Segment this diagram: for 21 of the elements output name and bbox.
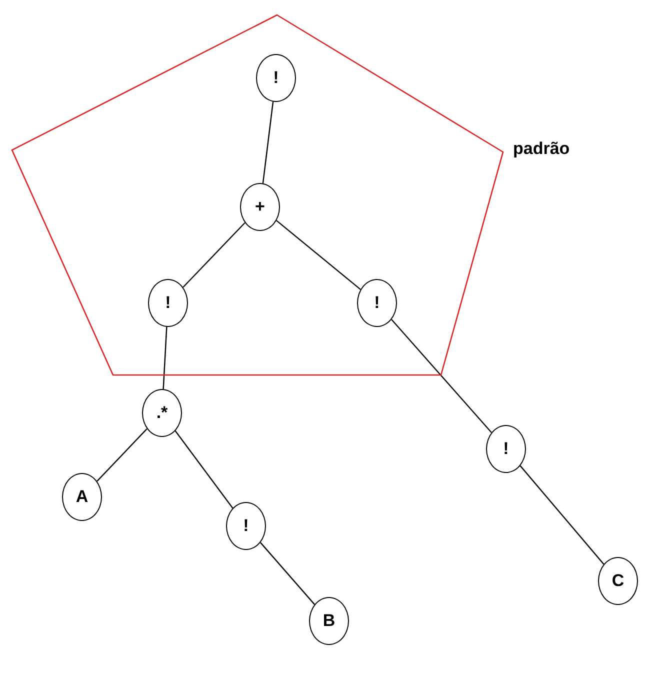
tree-edge: [162, 326, 168, 390]
tree-node-ellipse: !: [357, 279, 397, 327]
tree-edge: [276, 220, 361, 290]
pattern-label: padrão: [513, 139, 570, 159]
tree-edge: [391, 319, 492, 433]
tree-node-ellipse: C: [598, 557, 638, 605]
tree-node-ellipse: .*: [142, 389, 182, 437]
tree-edge: [260, 542, 315, 605]
tree-node-ellipse: !: [148, 279, 188, 327]
pentagon-outline: [12, 15, 503, 375]
tree-node-ellipse: !: [256, 54, 296, 102]
tree-edge: [262, 102, 274, 184]
tree-edge: [182, 222, 246, 288]
tree-node-ellipse: B: [309, 597, 349, 645]
tree-edge: [96, 428, 148, 482]
tree-node-ellipse: !: [226, 502, 266, 550]
tree-edge: [520, 465, 604, 565]
tree-node-ellipse: +: [240, 183, 280, 231]
tree-edge: [174, 430, 234, 508]
tree-node-ellipse: A: [62, 473, 102, 521]
tree-node-ellipse: !: [486, 425, 526, 473]
